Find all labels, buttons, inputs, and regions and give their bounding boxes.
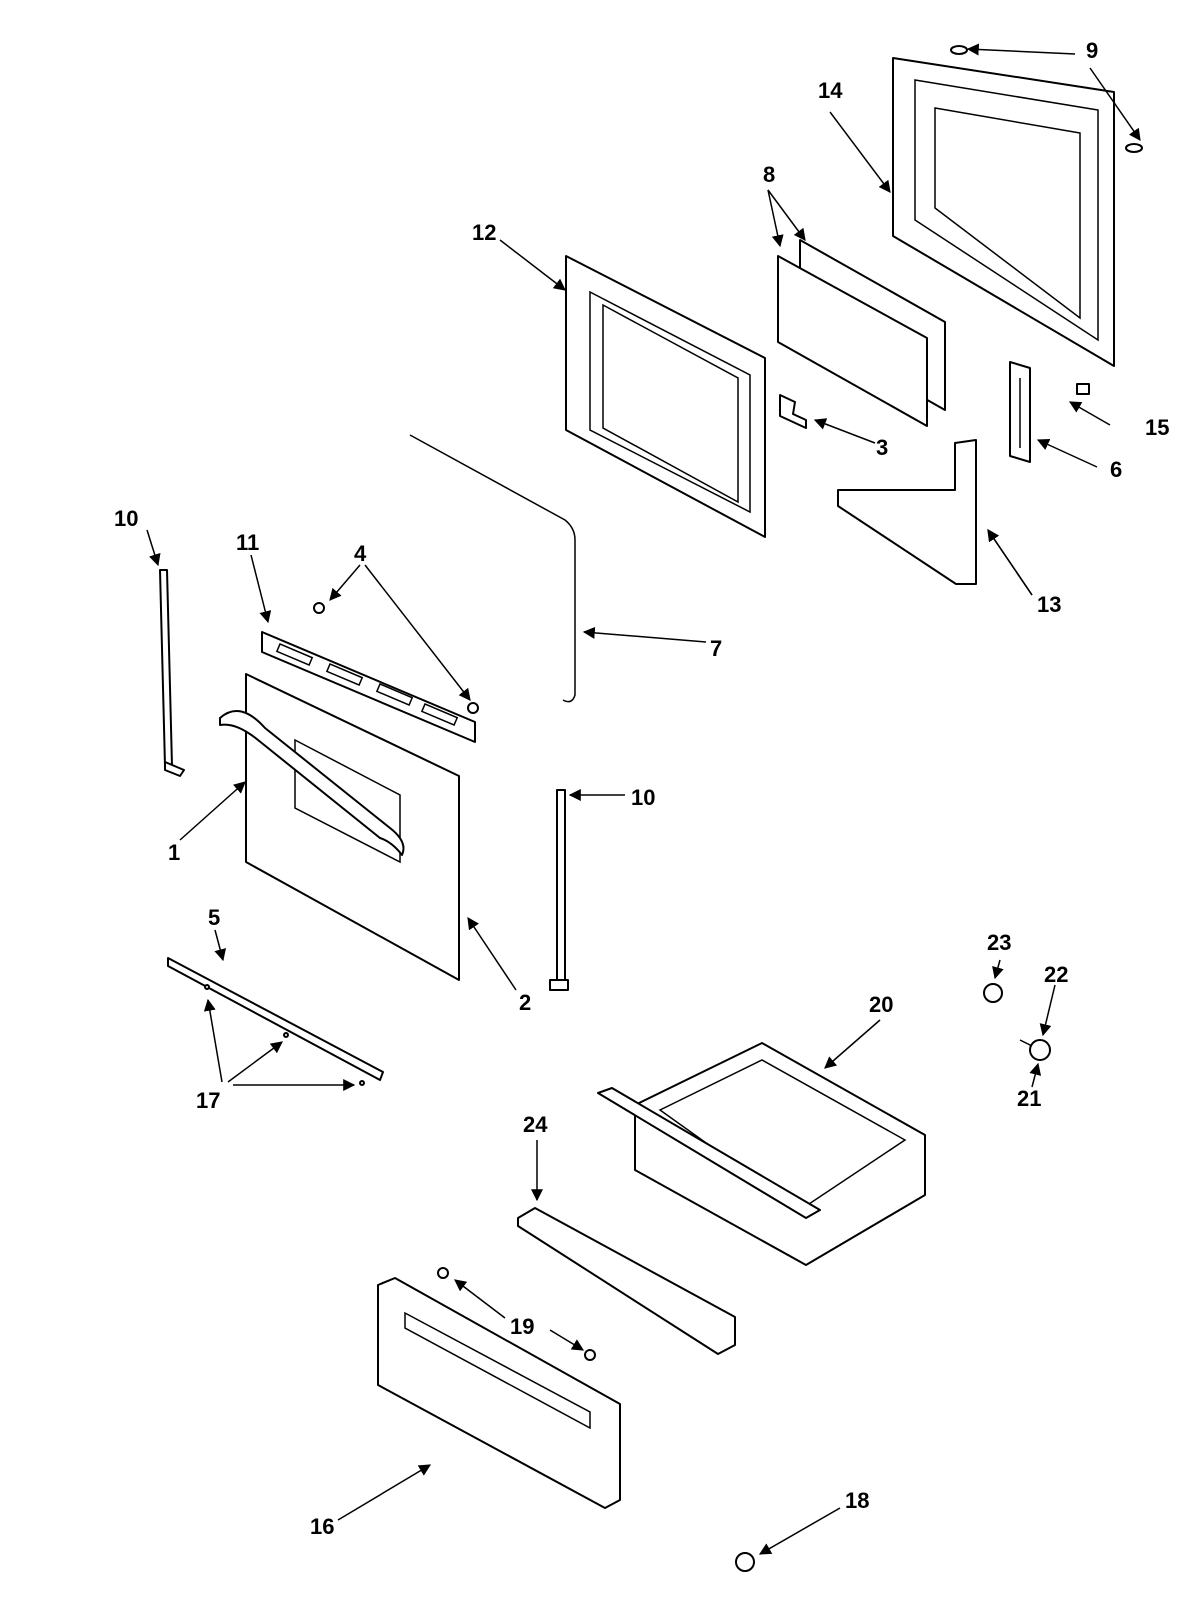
callout-6: 6 — [1110, 457, 1122, 482]
callout-2: 2 — [519, 990, 531, 1015]
part-7-door-gasket — [409, 434, 576, 703]
callout-7: 7 — [710, 636, 722, 661]
callout-5: 5 — [208, 905, 220, 930]
part-3-bracket — [779, 394, 807, 429]
part-19-screws — [437, 1267, 596, 1361]
callout-14: 14 — [818, 78, 843, 103]
callout-18: 18 — [845, 1488, 869, 1513]
part-20-storage-drawer — [597, 1042, 926, 1266]
part-10-trim-strip-right — [549, 789, 569, 991]
part-18-bumper — [735, 1552, 755, 1572]
callout-21: 21 — [1017, 1086, 1041, 1111]
callout-11: 11 — [236, 530, 259, 555]
callout-16: 16 — [310, 1514, 334, 1539]
callout-20: 20 — [869, 992, 893, 1017]
callout-12: 12 — [472, 220, 496, 245]
part-2-outer-door — [245, 673, 460, 981]
callout-10-left: 10 — [114, 506, 138, 531]
part-12-inner-door-panel — [565, 255, 766, 538]
part-10-trim-strip-left — [159, 569, 185, 777]
part-23-nut — [983, 983, 1003, 1003]
part-11-vent-trim — [261, 631, 476, 743]
callout-1: 1 — [168, 840, 180, 865]
callout-4: 4 — [354, 541, 367, 566]
callout-labels: 9 14 8 12 3 15 6 13 7 10 11 4 1 10 2 5 1… — [114, 38, 1169, 1539]
part-22-roller — [1019, 1039, 1051, 1061]
part-8-door-glass — [777, 239, 946, 427]
part-16-drawer-front — [377, 1277, 621, 1509]
callout-24: 24 — [523, 1112, 548, 1137]
callout-8: 8 — [763, 162, 775, 187]
callout-3: 3 — [876, 435, 888, 460]
callout-17: 17 — [196, 1088, 220, 1113]
leader-lines — [146, 43, 1141, 1555]
part-17-screws — [204, 984, 365, 1086]
part-4-screws — [313, 602, 479, 714]
part-5-lower-trim — [167, 957, 384, 1081]
part-9-screws — [950, 45, 1143, 153]
callout-13: 13 — [1037, 592, 1061, 617]
part-1-door-handle — [219, 709, 405, 856]
callout-23: 23 — [987, 930, 1011, 955]
callout-9: 9 — [1086, 38, 1098, 63]
callout-15: 15 — [1145, 415, 1169, 440]
part-14-door-back-panel — [892, 57, 1115, 367]
part-13-insulation — [837, 439, 977, 585]
callout-19: 19 — [510, 1314, 534, 1339]
part-15-clip — [1076, 383, 1090, 395]
callout-10-right: 10 — [631, 785, 655, 810]
callout-22: 22 — [1044, 962, 1068, 987]
part-24-drawer-baffle — [517, 1207, 736, 1355]
part-6-hinge-bracket — [1009, 361, 1031, 463]
